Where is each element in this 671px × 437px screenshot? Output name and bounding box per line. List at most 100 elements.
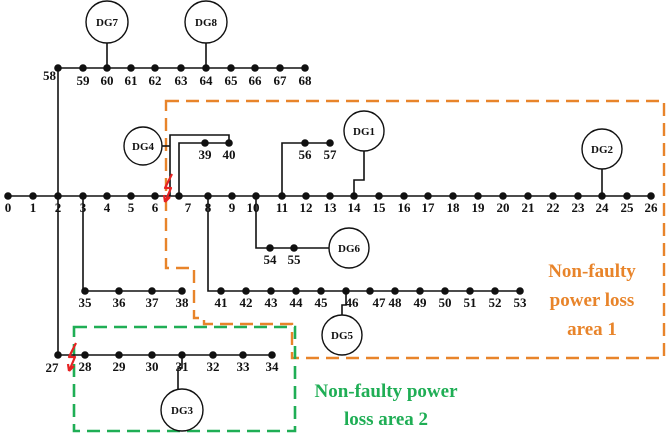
area1-boundary xyxy=(164,99,666,360)
bus-label-19: 19 xyxy=(472,200,486,215)
bus-node-67 xyxy=(276,64,284,72)
bus-node-30 xyxy=(148,351,156,359)
bus-node-49 xyxy=(416,287,424,295)
bus-node-35 xyxy=(81,287,89,295)
dg-circle-dg5 xyxy=(321,314,363,356)
bus-label-65: 65 xyxy=(225,73,239,88)
bus-node-52 xyxy=(491,287,499,295)
bus-label-20: 20 xyxy=(497,200,510,215)
branch-line-7-40 xyxy=(169,134,230,196)
bus-label-46: 46 xyxy=(346,295,360,310)
bus-label-16: 16 xyxy=(398,200,412,215)
dg-circle-dg1 xyxy=(343,110,385,152)
bus-label-33: 33 xyxy=(237,359,251,374)
dg-connector-dg3 xyxy=(177,355,183,389)
bus-node-53 xyxy=(516,287,524,295)
bus-node-50 xyxy=(441,287,449,295)
bus-node-10 xyxy=(252,192,260,200)
bus-label-56: 56 xyxy=(299,147,313,162)
area1-caption-line1: Non-faulty xyxy=(548,261,636,282)
bus-label-13: 13 xyxy=(324,200,338,215)
bus-label-40: 40 xyxy=(223,147,236,162)
bus-node-54 xyxy=(266,244,274,252)
dg-circle-dg4 xyxy=(123,126,163,166)
dg-circle-dg2 xyxy=(581,128,623,170)
bus-label-49: 49 xyxy=(414,295,428,310)
bus-node-7 xyxy=(175,192,183,200)
bus-label-4: 4 xyxy=(104,200,111,215)
bus-node-39 xyxy=(201,139,209,147)
bus-node-4 xyxy=(103,192,111,200)
bus-node-62 xyxy=(151,64,159,72)
bus-label-23: 23 xyxy=(572,200,586,215)
bus-node-34 xyxy=(268,351,276,359)
bus-label-15: 15 xyxy=(373,200,387,215)
bus-label-62: 62 xyxy=(149,73,162,88)
bus-label-43: 43 xyxy=(265,295,279,310)
bus-node-27 xyxy=(54,351,62,359)
bus-label-63: 63 xyxy=(175,73,189,88)
bus-node-66 xyxy=(251,64,259,72)
bus-label-21: 21 xyxy=(522,200,535,215)
bus-node-48 xyxy=(391,287,399,295)
bus-label-8: 8 xyxy=(205,200,212,215)
bus-label-6: 6 xyxy=(152,200,159,215)
bus-label-0: 0 xyxy=(5,200,12,215)
bus-label-2: 2 xyxy=(55,200,62,215)
bus-node-2 xyxy=(54,192,62,200)
bus-label-54: 54 xyxy=(264,252,278,267)
bus-node-45 xyxy=(317,287,325,295)
bus-node-56 xyxy=(301,139,309,147)
bus-node-18 xyxy=(449,192,457,200)
bus-label-64: 64 xyxy=(200,73,214,88)
bus-node-51 xyxy=(466,287,474,295)
bus-node-25 xyxy=(623,192,631,200)
bus-label-14: 14 xyxy=(348,200,362,215)
bus-node-38 xyxy=(178,287,186,295)
bus-node-44 xyxy=(292,287,300,295)
bus-node-58 xyxy=(54,64,62,72)
branch-line-8-53 xyxy=(207,196,520,292)
bus-label-9: 9 xyxy=(229,200,236,215)
bus-label-67: 67 xyxy=(274,73,288,88)
bus-label-53: 53 xyxy=(514,295,528,310)
area2-caption-line1: Non-faulty power xyxy=(314,381,458,402)
bus-label-41: 41 xyxy=(215,295,228,310)
bus-node-28 xyxy=(81,351,89,359)
bus-node-8 xyxy=(204,192,212,200)
bus-node-42 xyxy=(242,287,250,295)
bus-label-26: 26 xyxy=(645,200,659,215)
dg-label-dg5: DG5 xyxy=(331,330,354,342)
dg-circle-dg8 xyxy=(184,0,228,44)
bus-label-48: 48 xyxy=(389,295,403,310)
bus-label-58: 58 xyxy=(43,68,57,83)
bus-node-40 xyxy=(225,139,233,147)
bus-node-36 xyxy=(115,287,123,295)
bus-label-22: 22 xyxy=(547,200,560,215)
bus-label-24: 24 xyxy=(596,200,610,215)
bus-label-5: 5 xyxy=(128,200,135,215)
bus-node-12 xyxy=(302,192,310,200)
branch-line-11-57 xyxy=(281,142,330,196)
bus-label-52: 52 xyxy=(489,295,502,310)
bus-label-61: 61 xyxy=(125,73,138,88)
bus-node-59 xyxy=(79,64,87,72)
dg-label-dg1: DG1 xyxy=(353,126,375,138)
bus-label-30: 30 xyxy=(146,359,159,374)
bus-label-25: 25 xyxy=(621,200,635,215)
bus-label-3: 3 xyxy=(80,200,87,215)
bus-label-1: 1 xyxy=(30,200,37,215)
bus-label-11: 11 xyxy=(276,200,288,215)
bus-node-9 xyxy=(228,192,236,200)
bus-label-12: 12 xyxy=(300,200,313,215)
bus-label-32: 32 xyxy=(207,359,220,374)
area1-caption-line3: area 1 xyxy=(567,319,617,340)
bus-node-13 xyxy=(326,192,334,200)
dg-label-dg3: DG3 xyxy=(171,405,194,417)
bus-node-5 xyxy=(127,192,135,200)
bus-label-59: 59 xyxy=(77,73,91,88)
area2-boundary xyxy=(72,325,297,433)
bus-node-29 xyxy=(115,351,123,359)
